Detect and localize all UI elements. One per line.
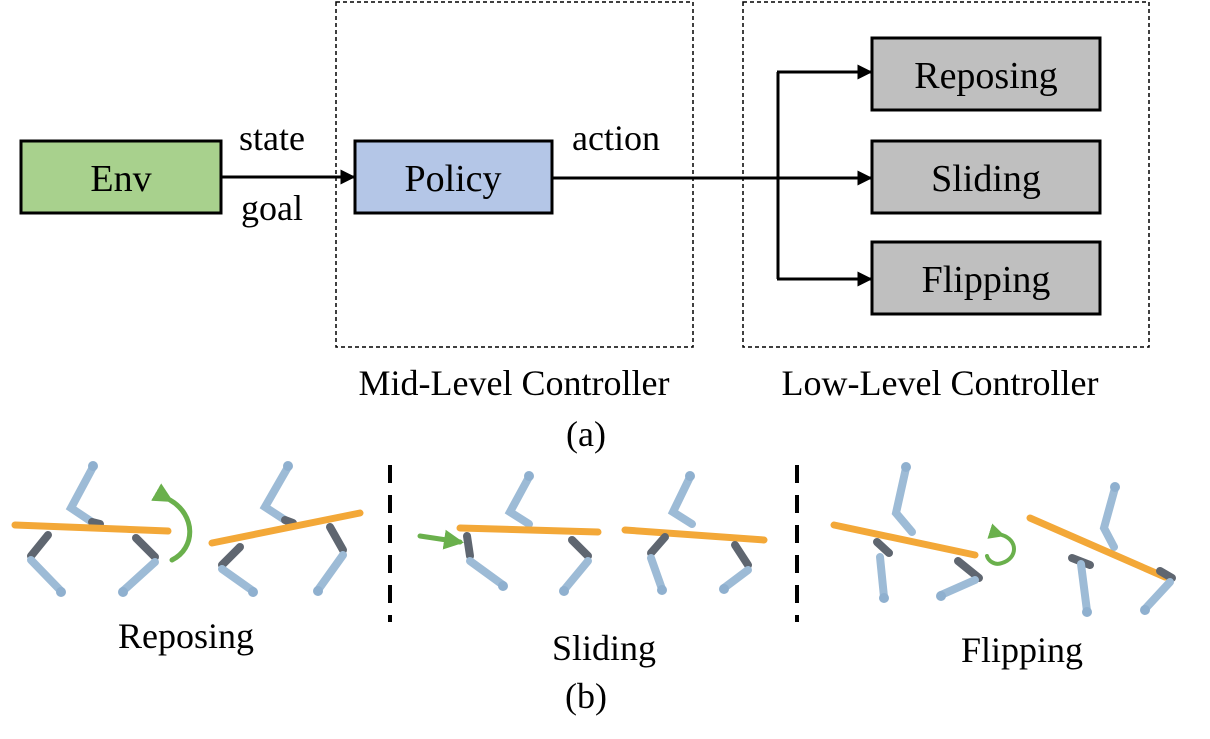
sliding-hand-2 bbox=[621, 473, 768, 593]
skill-label-sliding: Sliding bbox=[931, 158, 1041, 200]
subfig-a-label: (a) bbox=[566, 414, 606, 454]
skill-label-flipping: Flipping bbox=[922, 259, 1051, 301]
low-level-group bbox=[742, 1, 1150, 348]
sliding-hand-1 bbox=[456, 473, 602, 594]
panel-label-flipping: Flipping bbox=[961, 630, 1083, 670]
reposing-hand-2 bbox=[208, 463, 364, 595]
goal-label: goal bbox=[241, 188, 303, 228]
reposing-rotate-arrow bbox=[151, 483, 193, 563]
skill-box-flipping bbox=[870, 240, 1102, 316]
reposing-hand-1 bbox=[11, 463, 172, 595]
flipping-hand-1 bbox=[830, 464, 983, 601]
policy-label: Policy bbox=[404, 158, 501, 200]
mid-level-group bbox=[335, 1, 694, 348]
panel-label-reposing: Reposing bbox=[118, 616, 254, 656]
action-label: action bbox=[572, 118, 660, 158]
low-level-label: Low-Level Controller bbox=[782, 363, 1099, 403]
flipping-rotate-arrow bbox=[985, 523, 1016, 566]
sliding-push-arrow bbox=[417, 529, 464, 550]
skill-label-reposing: Reposing bbox=[914, 55, 1058, 97]
panel-label-sliding: Sliding bbox=[552, 628, 656, 668]
skill-box-sliding bbox=[870, 139, 1102, 215]
skill-box-reposing bbox=[870, 36, 1102, 112]
env-label: Env bbox=[90, 158, 151, 200]
joint-tips bbox=[56, 461, 1150, 617]
mid-level-label: Mid-Level Controller bbox=[359, 363, 670, 403]
flipping-hand-2 bbox=[1026, 484, 1176, 615]
subfig-b-label: (b) bbox=[565, 676, 607, 716]
state-label: state bbox=[239, 118, 305, 158]
